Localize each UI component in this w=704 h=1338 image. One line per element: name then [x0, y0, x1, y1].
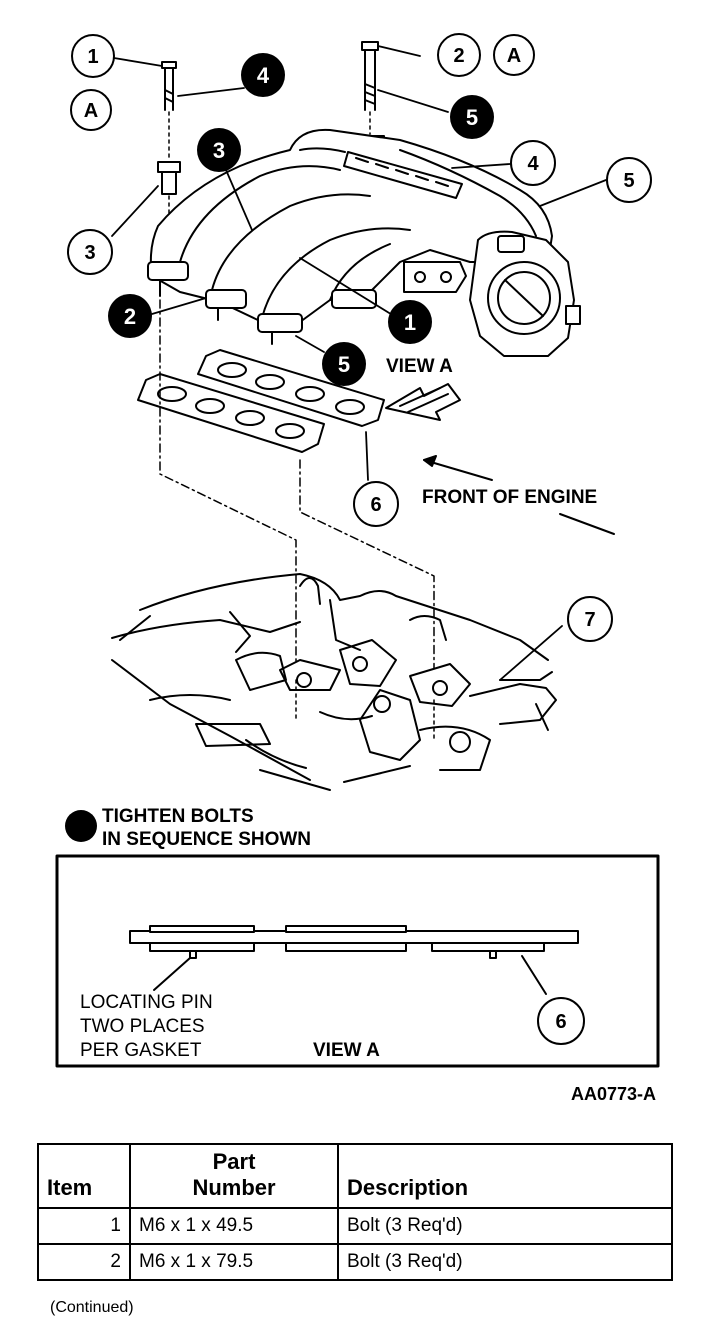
callout-4: [510, 140, 556, 186]
view-a-arrow-label: VIEW A: [386, 356, 453, 377]
manifold-runner-flanges: [147, 261, 377, 345]
legend-marker: [65, 810, 97, 842]
engine-bolt-guides: [295, 679, 435, 741]
sequence-marker-5-lower: 5: [322, 342, 366, 386]
callout-6-gaskets-label: 6: [370, 494, 381, 516]
cell-item: 2: [37, 1243, 131, 1281]
callout-a-left-label: A: [84, 100, 98, 122]
callout-a-left: [70, 89, 112, 131]
cell-part-number: M6 x 1 x 49.5: [129, 1207, 339, 1245]
cell-description: Bolt (3 Req'd): [337, 1207, 673, 1245]
svg-text:1: 1: [404, 310, 416, 335]
cell-part-number: M6 x 1 x 79.5: [129, 1243, 339, 1281]
table-row: 1 M6 x 1 x 49.5 Bolt (3 Req'd): [37, 1207, 673, 1245]
bolt-item-3-left: [157, 161, 181, 195]
header-item: Item: [37, 1143, 131, 1209]
callout-1-label: 1: [87, 46, 98, 68]
sequence-marker-2-left: 2: [108, 294, 152, 338]
sequence-marker-3-mid: 3: [197, 128, 241, 172]
cell-item: 1: [37, 1207, 131, 1245]
callout-1-bolt: [71, 34, 115, 78]
upper-intake-manifold: [149, 128, 553, 323]
tighten-bolts-label: TIGHTEN BOLTS: [102, 806, 254, 827]
front-of-engine-arrow: [423, 455, 615, 535]
callout-2-bolt: [437, 33, 481, 77]
svg-text:3: 3: [213, 138, 225, 163]
view-a-box-label: VIEW A: [313, 1040, 380, 1061]
callout-2-label: 2: [453, 45, 464, 67]
svg-text:4: 4: [257, 63, 270, 88]
header-description: Description: [337, 1143, 673, 1209]
bolt-item-1-left: [161, 61, 177, 111]
upper-gasket-strip: [343, 151, 463, 199]
sequence-markers: 4 5 3 2 1 5: [65, 53, 494, 842]
sequence-shown-label: IN SEQUENCE SHOWN: [102, 829, 311, 850]
callout-5-label: 5: [623, 170, 634, 192]
locating-pin-label: LOCATING PIN: [80, 992, 213, 1013]
callout-a-right-label: A: [507, 45, 521, 67]
throttle-body: [403, 230, 581, 357]
view-a-gasket-profile: [129, 925, 579, 995]
svg-text:5: 5: [338, 352, 350, 377]
intake-manifold-diagram: 4 5 3 2 1 5 1 A 2 A 4 5 3 6 7 6 VIEW A F…: [55, 33, 660, 1104]
sequence-marker-1-right: 1: [388, 300, 432, 344]
view-a-arrow: [385, 383, 461, 421]
sequence-marker-4-top: 4: [241, 53, 285, 97]
lower-intake-and-engine: [111, 573, 557, 791]
view-a-box: [55, 854, 660, 1068]
callout-a-right: [493, 34, 535, 76]
front-of-engine-label: FRONT OF ENGINE: [422, 487, 597, 508]
bolt-axis-lines: [168, 111, 371, 263]
callout-6-view: [537, 997, 585, 1045]
cell-description: Bolt (3 Req'd): [337, 1243, 673, 1281]
figure-id: AA0773-A: [571, 1084, 656, 1104]
alignment-lines: [159, 299, 435, 701]
bolt-item-2-right: [361, 41, 379, 111]
svg-text:2: 2: [124, 304, 136, 329]
callout-6-gaskets: [353, 481, 399, 527]
callout-3-label: 3: [84, 242, 95, 264]
intake-gasket-upper: [197, 349, 385, 427]
callout-7-label: 7: [584, 609, 595, 631]
callout-5: [606, 157, 652, 203]
svg-text:5: 5: [466, 105, 478, 130]
callouts: [67, 33, 652, 1045]
two-places-label: TWO PLACES: [80, 1016, 205, 1037]
table-row: 2 M6 x 1 x 79.5 Bolt (3 Req'd): [37, 1243, 673, 1281]
callout-3: [67, 229, 113, 275]
callout-6-view-label: 6: [555, 1011, 566, 1033]
sequence-marker-5-top: 5: [450, 95, 494, 139]
callout-4-label: 4: [527, 153, 539, 175]
per-gasket-label: PER GASKET: [80, 1040, 202, 1061]
callout-7: [567, 596, 613, 642]
callout-leader-lines: [111, 45, 607, 681]
continued-note: (Continued): [50, 1299, 134, 1316]
